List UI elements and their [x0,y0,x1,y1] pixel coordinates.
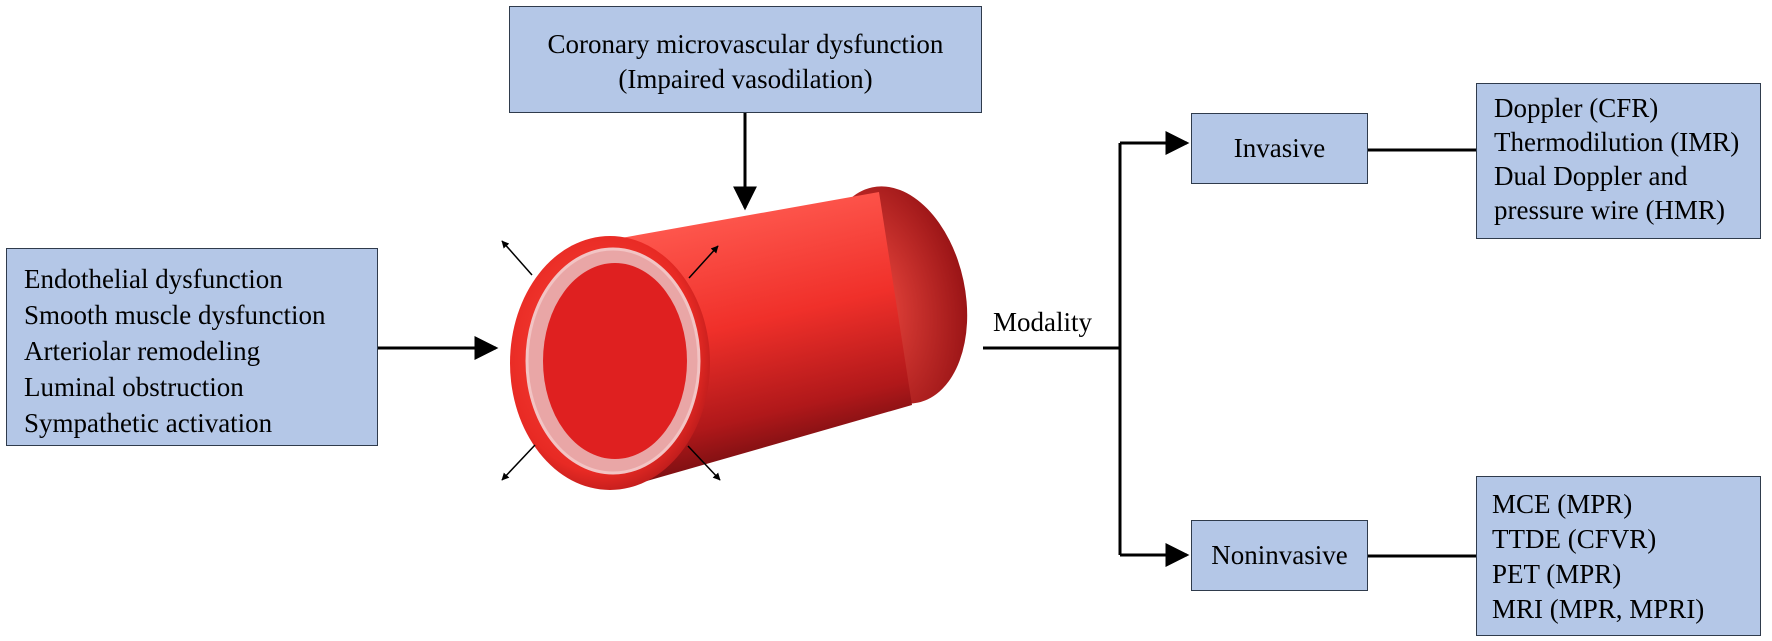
mechanism-item: Sympathetic activation [24,408,273,438]
invasive-method-item: pressure wire (HMR) [1494,195,1725,225]
invasive-label: Invasive [1233,133,1326,163]
dilation-arrow-bottom-left [501,444,536,481]
dilation-arrow-bottom-right [687,445,721,481]
noninvasive-label: Noninvasive [1211,540,1348,570]
vessel-lumen [543,263,687,459]
noninvasive-methods-box: MCE (MPR) TTDE (CFVR) PET (MPR) MRI (MPR… [1476,476,1761,636]
invasive-box: Invasive [1191,113,1368,184]
mechanism-item: Luminal obstruction [24,372,244,402]
invasive-method-item: Doppler (CFR) [1494,93,1659,123]
blood-vessel-illustration [510,186,968,490]
invasive-method-item: Thermodilution (IMR) [1494,127,1740,157]
modality-label: Modality [993,307,1092,337]
noninvasive-method-item: TTDE (CFVR) [1492,524,1657,554]
mechanism-item: Endothelial dysfunction [24,264,283,294]
mechanism-item: Arteriolar remodeling [24,336,261,366]
noninvasive-method-item: MCE (MPR) [1492,489,1633,519]
invasive-method-item: Dual Doppler and [1494,161,1688,191]
mechanism-item: Smooth muscle dysfunction [24,300,326,330]
cmd-title-line: Coronary microvascular dysfunction [547,29,944,59]
noninvasive-box: Noninvasive [1191,520,1368,591]
cmd-subtitle-line: (Impaired vasodilation) [618,64,873,94]
dilation-arrows [501,240,721,481]
invasive-methods-box: Doppler (CFR) Thermodilution (IMR) Dual … [1476,83,1761,239]
noninvasive-method-item: PET (MPR) [1492,559,1622,589]
dilation-arrow-top-left [501,240,533,276]
noninvasive-method-item: MRI (MPR, MPRI) [1492,594,1705,624]
mechanisms-box: Endothelial dysfunction Smooth muscle dy… [6,248,378,446]
cmd-box: Coronary microvascular dysfunction (Impa… [509,6,982,113]
dilation-arrow-top-right [688,245,719,279]
